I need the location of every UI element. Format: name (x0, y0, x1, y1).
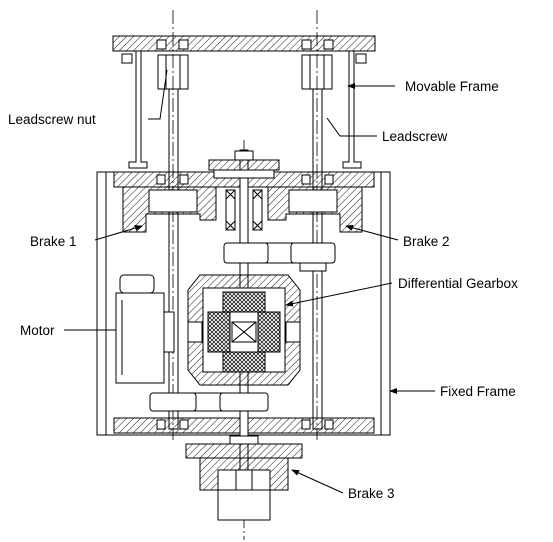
differential-gear (222, 291, 266, 313)
differential-gearbox (187, 274, 301, 386)
brake-3 (185, 435, 303, 521)
brake-2 (267, 186, 363, 233)
movable-frame (112, 35, 376, 169)
label-fixed-frame: Fixed Frame (440, 384, 516, 399)
frame-bracket (355, 53, 367, 64)
leadscrew-nuts (157, 54, 333, 90)
differential-gear (207, 311, 231, 353)
leadscrew-left (168, 88, 179, 430)
bearing (156, 39, 167, 50)
label-brake-3: Brake 3 (348, 486, 395, 501)
frame-bracket (121, 53, 133, 64)
label-movable-frame: Movable Frame (405, 79, 499, 94)
label-leadscrew-nut: Leadscrew nut (8, 112, 96, 127)
movable-frame-left-leg (128, 51, 148, 169)
upper-belt-drive (223, 242, 336, 272)
label-brake-2: Brake 2 (403, 234, 450, 249)
lower-belt-drive (149, 392, 269, 412)
bearing (178, 39, 189, 50)
label-differential-gearbox: Differential Gearbox (398, 276, 518, 291)
differential-gear (222, 351, 266, 373)
label-leadscrew: Leadscrew (382, 129, 448, 144)
bearing (323, 39, 334, 50)
movable-frame-top-plate (112, 35, 376, 52)
brake-1 (122, 186, 217, 233)
movable-frame-right-leg (342, 51, 362, 169)
label-brake-1: Brake 1 (30, 234, 77, 249)
motor (115, 274, 175, 384)
label-motor: Motor (20, 323, 55, 338)
differential-gear (257, 311, 281, 353)
bearing (301, 39, 312, 50)
leader-lines (64, 69, 435, 494)
